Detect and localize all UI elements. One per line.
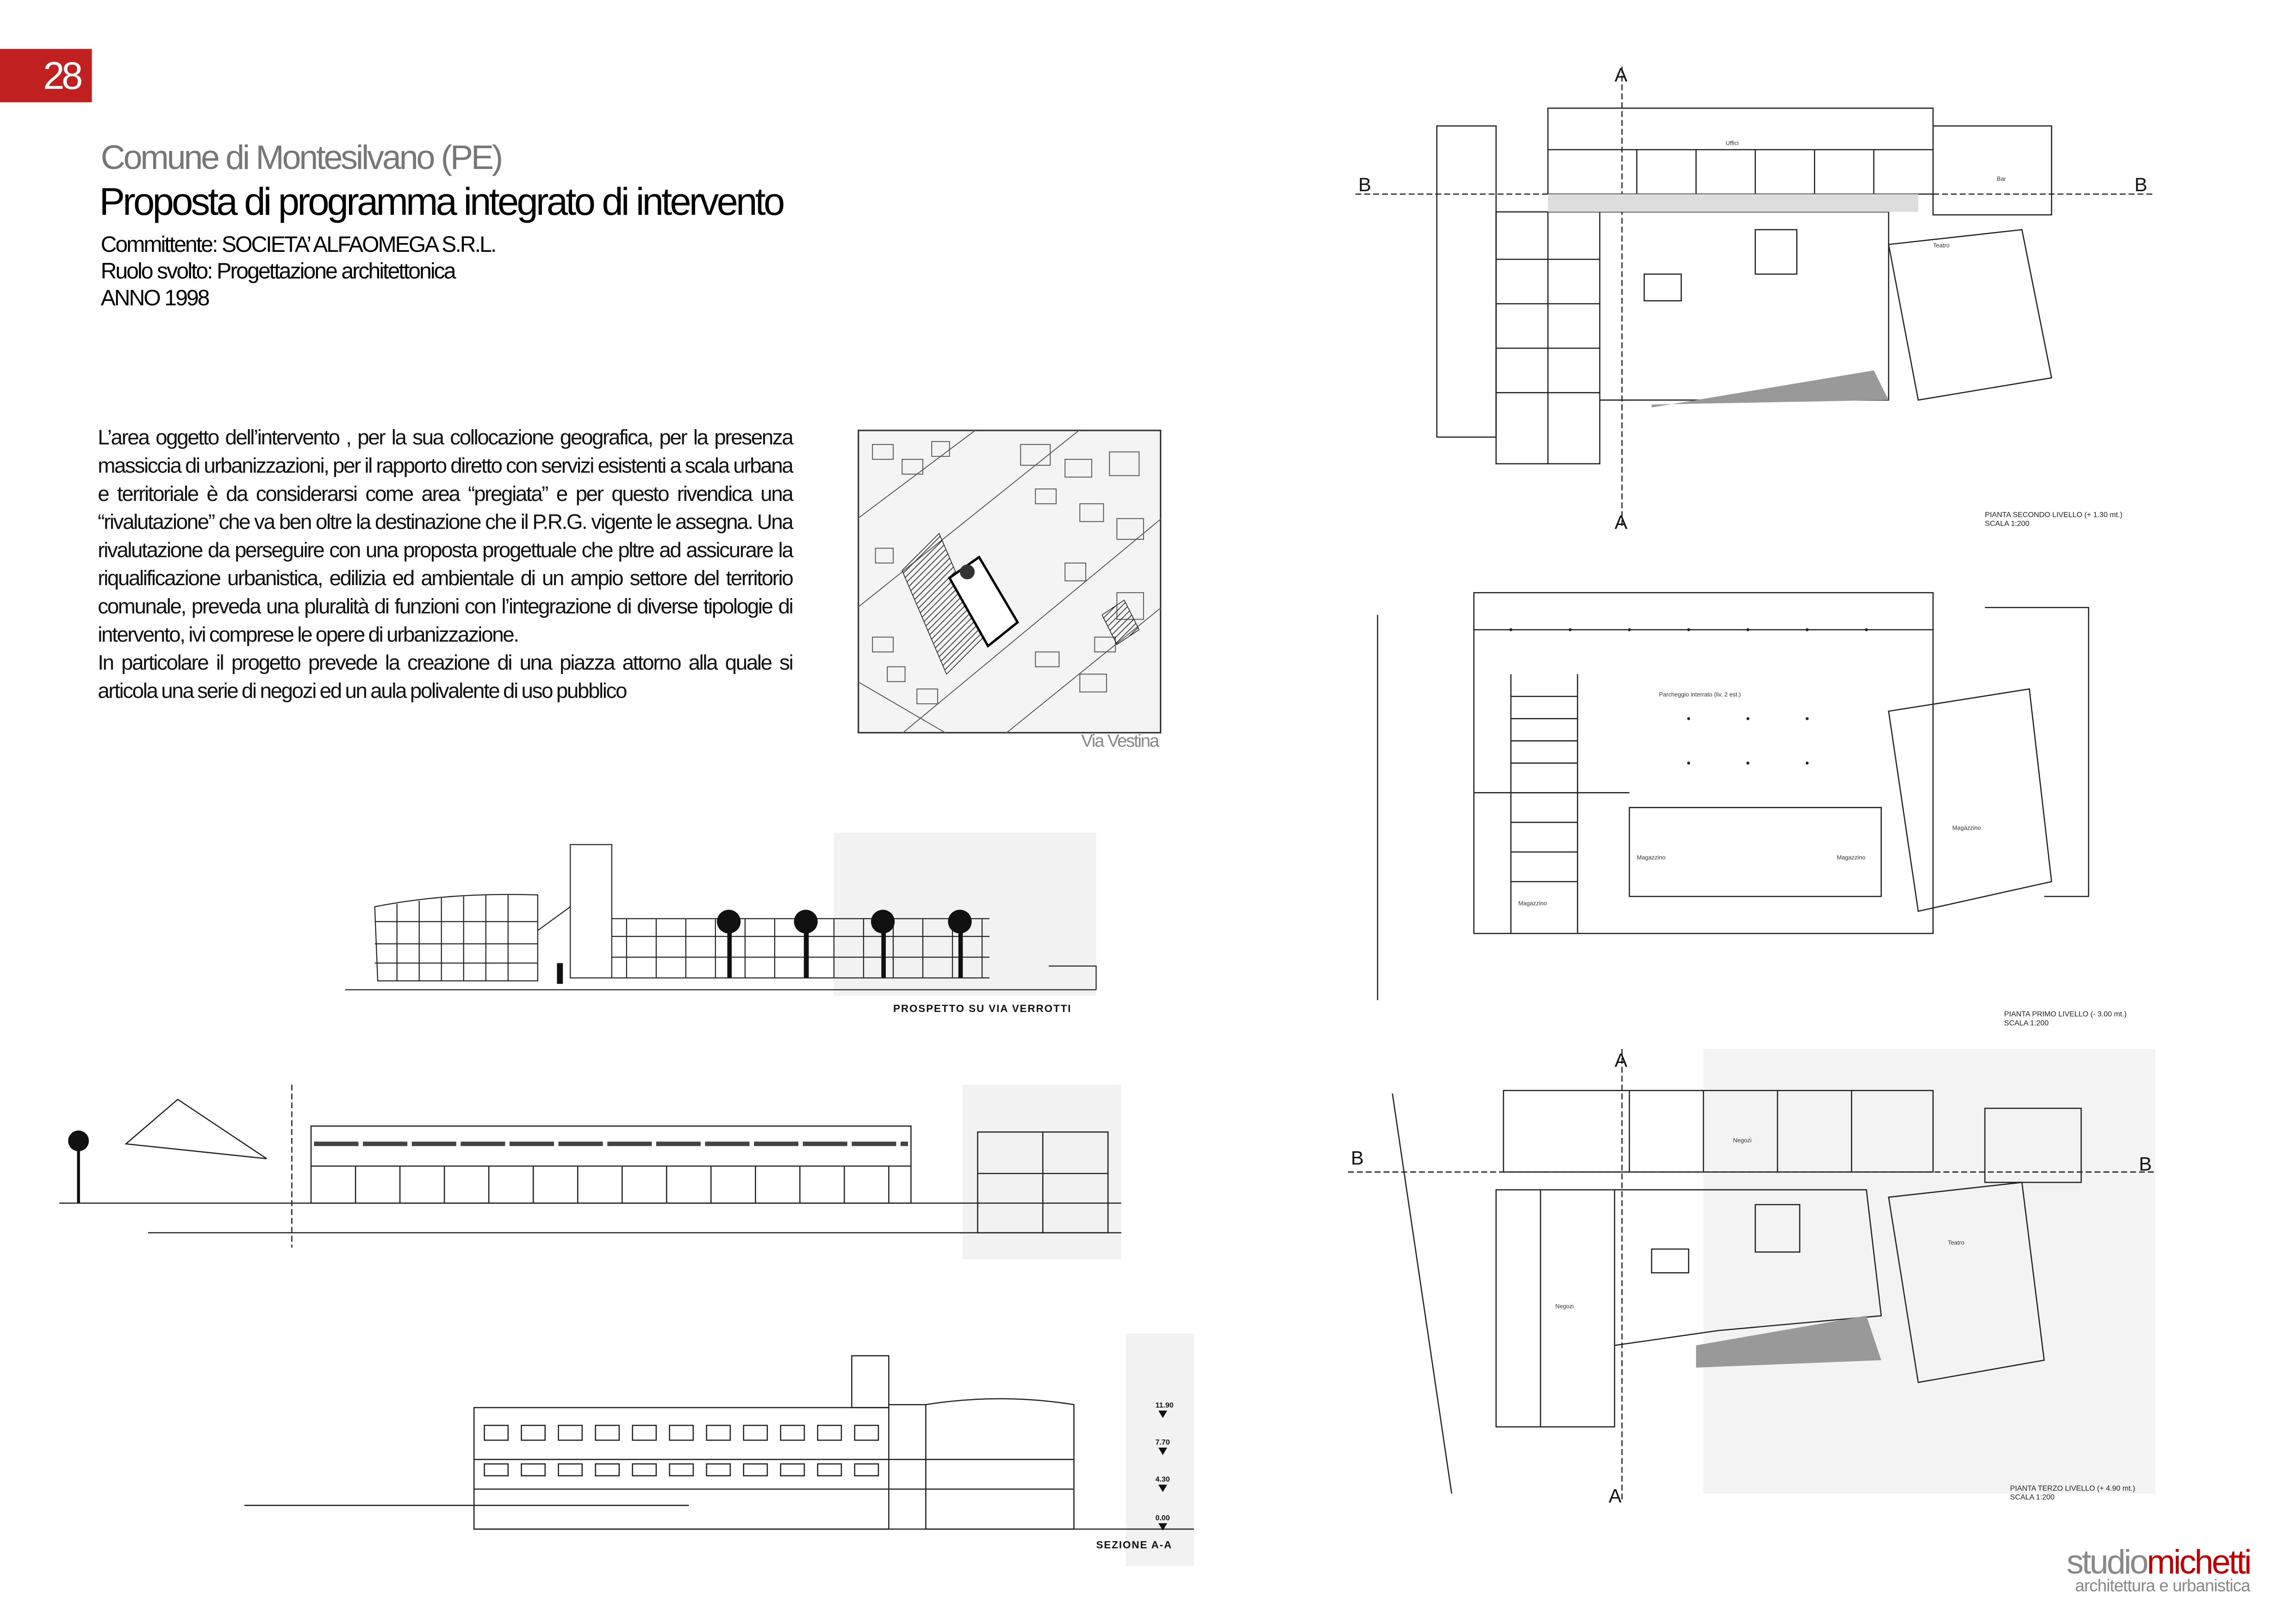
elevation-caption: PROSPETTO SU VIA VERROTTI	[893, 1005, 1072, 1015]
section-mark-b: B	[1351, 1147, 1364, 1169]
plan-third-level-drawing: A A B B Negozi Teatro Negozi	[1348, 1049, 2155, 1506]
project-year: ANNO 1998	[100, 286, 210, 312]
plan-second-level-drawing: A A B B Uffici Teatro Bar	[1355, 64, 2155, 533]
project-location: Comune di Montesilvano (PE)	[100, 137, 504, 176]
room-label: Uffici	[1726, 140, 1739, 147]
description-paragraph: L’area oggetto dell’intervento , per la …	[98, 426, 793, 648]
plan-title: PIANTA PRIMO LIVELLO (- 3.00 mt.)	[2004, 1010, 2127, 1020]
logo-part-michetti: michetti	[2147, 1542, 2252, 1581]
room-label: Negozi	[1556, 1303, 1574, 1310]
site-plan-caption: Via Vestina	[1081, 730, 1159, 751]
level-label: 11.90	[1155, 1402, 1173, 1410]
section-mark-b: B	[2134, 174, 2147, 195]
plan-first-level-drawing: Parcheggio interrato (liv. 2 est.) Magaz…	[1377, 592, 2090, 1000]
section-mark-a: A	[1615, 1049, 1628, 1071]
section-mark-a: A	[1609, 1485, 1622, 1506]
plan-scale: SCALA 1:200	[1985, 520, 2029, 529]
room-label: Negozi	[1733, 1137, 1752, 1144]
section-mark-a: A	[1615, 64, 1628, 86]
section-caption: SEZIONE A-A	[1096, 1541, 1173, 1552]
section-aa-drawing: 11.90 7.70 4.30 0.00	[244, 1333, 1194, 1567]
project-client: Committente: SOCIETA’ ALFAOMEGA S.R.L.	[100, 232, 497, 258]
section-mark-b: B	[2139, 1153, 2152, 1174]
logo-tagline: architettura e urbanistica	[2075, 1578, 2251, 1596]
level-label: 4.30	[1155, 1476, 1170, 1484]
section-mark-a: A	[1615, 512, 1628, 533]
section-mark-b: B	[1358, 174, 1371, 195]
project-role: Ruolo svolto: Progettazione architettoni…	[100, 259, 456, 285]
plan-title: PIANTA TERZO LIVELLO (+ 4.90 mt.)	[2010, 1485, 2135, 1494]
site-plan-drawing	[857, 429, 1162, 734]
room-label: Magazzino	[1637, 854, 1666, 861]
description-paragraph: In particolare il progetto prevede la cr…	[98, 652, 793, 704]
room-label: Parcheggio interrato (liv. 2 est.)	[1659, 691, 1741, 698]
room-label: Teatro	[1948, 1239, 1965, 1246]
plan-third-caption: PIANTA TERZO LIVELLO (+ 4.90 mt.)SCALA 1…	[2010, 1485, 2135, 1502]
room-label: Bar	[1997, 175, 2006, 182]
room-label: Magazzino	[1952, 824, 1981, 831]
room-label: Magazzino	[1837, 854, 1866, 861]
room-label: Teatro	[1933, 242, 1950, 249]
elevation-drawing	[345, 832, 1097, 996]
project-description: L’area oggetto dell’intervento , per la …	[98, 425, 793, 707]
level-label: 0.00	[1155, 1514, 1170, 1522]
project-title: Proposta di programma integrato di inter…	[99, 179, 785, 224]
level-label: 7.70	[1155, 1439, 1170, 1447]
plan-second-caption: PIANTA SECONDO LIVELLO (+ 1.30 mt.)SCALA…	[1985, 511, 2122, 529]
page-number-badge: 28	[0, 49, 92, 102]
room-label: Magazzino	[1518, 900, 1547, 907]
logo-part-studio: studio	[2066, 1542, 2148, 1581]
plan-scale: SCALA 1:200	[2004, 1019, 2049, 1029]
longitudinal-section-drawing	[59, 1084, 1121, 1260]
studio-logo: studiomichetti architettura e urbanistic…	[2043, 1542, 2252, 1596]
plan-title: PIANTA SECONDO LIVELLO (+ 1.30 mt.)	[1985, 511, 2123, 520]
plan-first-caption: PIANTA PRIMO LIVELLO (- 3.00 mt.)SCALA 1…	[2004, 1011, 2127, 1028]
plan-scale: SCALA 1:200	[2010, 1493, 2055, 1503]
